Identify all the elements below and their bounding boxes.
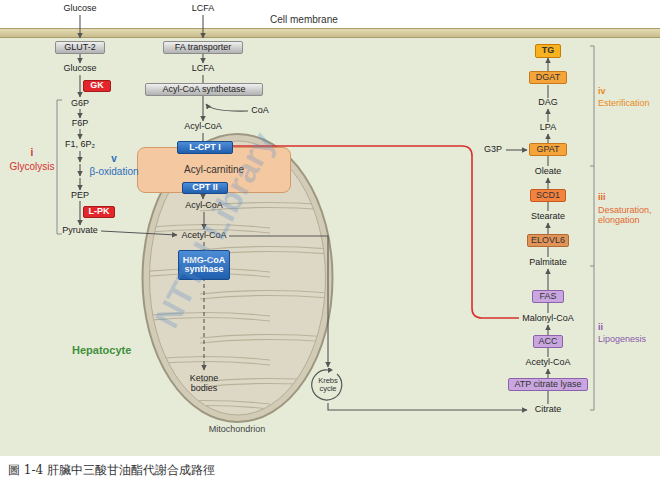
enzyme-box: GPAT bbox=[529, 143, 567, 156]
metabolite-label: DAG bbox=[538, 98, 558, 108]
figure-caption: 圖 1-4 肝臟中三酸甘油酯代謝合成路徑 bbox=[8, 462, 215, 479]
metabolite-label: Stearate bbox=[531, 212, 565, 222]
node-label: GK bbox=[90, 81, 104, 90]
node-label: L-PK bbox=[89, 207, 110, 216]
flow-arrow bbox=[79, 178, 80, 190]
product-box: TG bbox=[535, 44, 561, 58]
node-label: DGAT bbox=[536, 73, 560, 82]
hepatocyte-cell: Hepatocyte GK L-PK Acyl-CoA synthetaseMitoc… bbox=[0, 38, 660, 456]
enzyme-box: FAS bbox=[532, 290, 564, 303]
enzyme-box: ELOVL6 bbox=[527, 234, 569, 247]
node-label: TG bbox=[542, 46, 555, 55]
node-label: GLUT-2 bbox=[64, 43, 96, 52]
node-label: L-CPT I bbox=[189, 143, 221, 152]
pathway-label: iii bbox=[598, 193, 606, 203]
pathway-label: iv bbox=[598, 87, 606, 97]
crista bbox=[200, 291, 335, 300]
enzyme-box: GK bbox=[83, 80, 111, 92]
cycle-circle bbox=[312, 370, 342, 400]
node-label: Acyl-CoA synthetase bbox=[162, 85, 245, 94]
crista bbox=[140, 401, 270, 410]
metabolite-label: F1, 6P₂ bbox=[65, 140, 95, 150]
flow-arrow bbox=[79, 15, 80, 38]
flow-arrow bbox=[202, 15, 203, 38]
enzyme-box: L-PK bbox=[83, 206, 115, 218]
metabolite-label: Acetyl-CoA bbox=[525, 358, 570, 368]
transporter-box: FA transporter bbox=[163, 41, 243, 54]
node-label: ELOVL6 bbox=[531, 236, 565, 245]
metabolite-label: G6P bbox=[71, 99, 89, 109]
metabolite-label: LCFA bbox=[192, 64, 215, 74]
metabolite-label: Glucose bbox=[63, 64, 96, 74]
substrate-label: LCFA bbox=[192, 4, 215, 14]
node-label: Mitochondrion bbox=[177, 424, 297, 434]
node-label: FAS bbox=[539, 292, 556, 301]
flow-arrow bbox=[79, 164, 80, 176]
metabolite-label: LPA bbox=[540, 123, 556, 133]
pathway-label: Glycolysis bbox=[9, 161, 54, 172]
substrate-label: Glucose bbox=[63, 4, 96, 14]
enzyme-box: ACC bbox=[533, 335, 563, 348]
metabolite-label: Citrate bbox=[535, 405, 562, 415]
flow-arrow bbox=[202, 54, 203, 63]
cycle-arrowhead bbox=[328, 368, 333, 373]
pathway-label: v bbox=[111, 153, 117, 164]
metabolite-label: Malonyl-CoA bbox=[522, 314, 574, 324]
node-label: Hepatocyte bbox=[72, 344, 131, 356]
node-label: FA transporter bbox=[175, 43, 232, 52]
crista bbox=[200, 379, 335, 388]
flow-arrow bbox=[79, 109, 80, 118]
krebs-cycle: Krebs cycle bbox=[311, 368, 345, 402]
enzyme-box: DGAT bbox=[529, 71, 567, 84]
enzyme-box: Acyl-CoA synthetase bbox=[145, 83, 263, 96]
metabolite-label: Palmitate bbox=[529, 258, 567, 268]
flow-arrow bbox=[79, 201, 80, 225]
pathway-label: Lipogenesis bbox=[598, 335, 646, 345]
metabolite-label: G3P bbox=[484, 145, 502, 155]
pathway-label: β-oxidation bbox=[89, 166, 138, 177]
pathway-label: i bbox=[31, 147, 34, 158]
flow-arrow bbox=[506, 149, 527, 150]
metabolite-label: PEP bbox=[71, 191, 89, 201]
flow-arrow bbox=[79, 129, 80, 139]
pathway-label: Esterification bbox=[598, 99, 650, 109]
flow-arrow bbox=[79, 75, 80, 97]
flow-arrow bbox=[547, 109, 548, 122]
node-label: Cell membrane bbox=[270, 14, 338, 25]
metabolite-label: F6P bbox=[72, 119, 89, 129]
node-label: ATP citrate lyase bbox=[514, 380, 581, 389]
flow-arrow bbox=[79, 151, 80, 162]
metabolite-label: Oleate bbox=[535, 167, 562, 177]
flow-arrow bbox=[202, 75, 203, 121]
metabolite-label: Acyl-CoA bbox=[184, 122, 222, 132]
crista bbox=[140, 357, 270, 366]
enzyme-box: L-CPT I bbox=[177, 141, 233, 154]
flow-arrow bbox=[79, 54, 80, 63]
enzyme-box: SCD1 bbox=[530, 189, 566, 202]
node-label: GPAT bbox=[536, 145, 559, 154]
pathway-label: ii bbox=[598, 323, 603, 333]
enzyme-box: ATP citrate lyase bbox=[508, 378, 588, 391]
node-label: Krebs cycle bbox=[314, 377, 342, 393]
metabolite-label: CoA bbox=[251, 106, 269, 116]
transporter-box: GLUT-2 bbox=[55, 41, 105, 54]
crista bbox=[200, 335, 335, 344]
node-label: SCD1 bbox=[536, 191, 560, 200]
cell-membrane: Cell membraneGLUT-2FA transporter bbox=[0, 28, 660, 38]
flow-line bbox=[547, 85, 548, 98]
metabolite-label: Ketone bodies bbox=[182, 374, 226, 394]
pathway-label: Desaturation, elongation bbox=[598, 206, 660, 226]
metabolite-label: Pyruvate bbox=[62, 226, 98, 236]
node-label: ACC bbox=[538, 337, 557, 346]
